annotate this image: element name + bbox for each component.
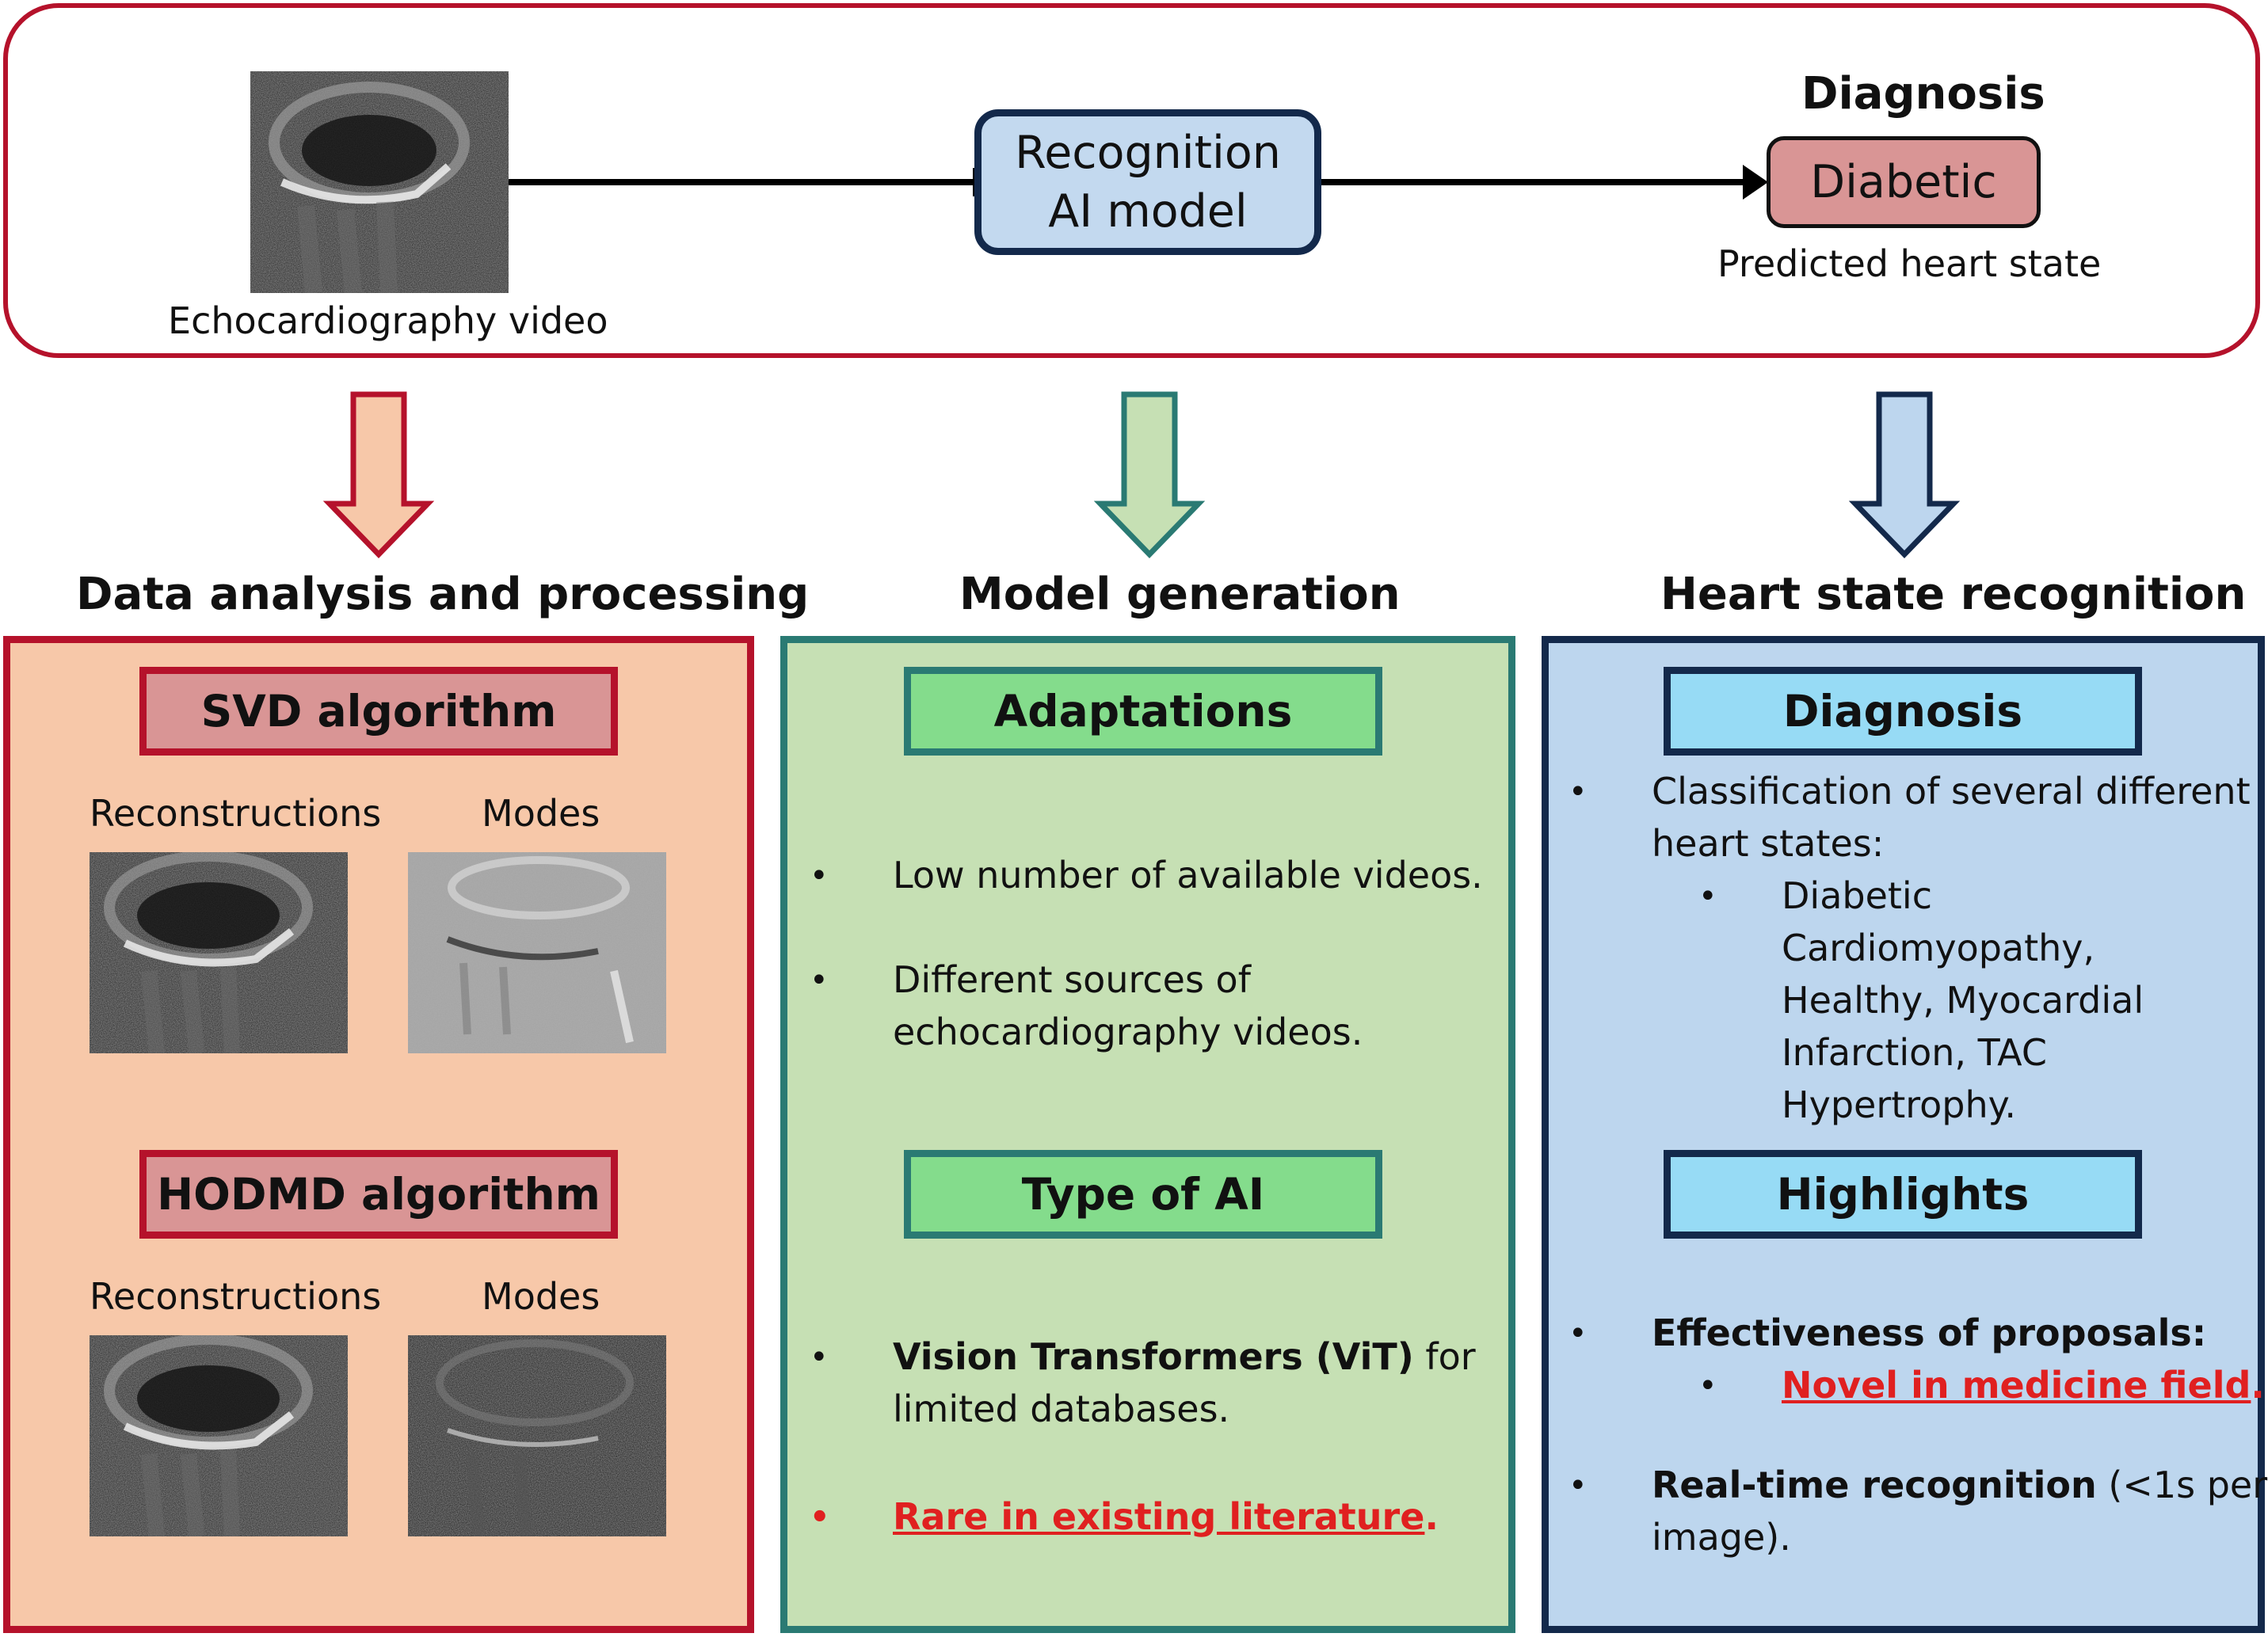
output-caption: Predicted heart state bbox=[1717, 242, 2102, 285]
diagnosis-value-box: Diabetic bbox=[1767, 136, 2041, 228]
model-label-line2: AI model bbox=[1048, 185, 1248, 238]
vit-line2: limited databases. bbox=[893, 1388, 1230, 1430]
input-caption: Echocardiography video bbox=[168, 299, 608, 342]
section-title-data-analysis: Data analysis and processing bbox=[76, 569, 810, 620]
model-generation-panel bbox=[780, 636, 1515, 1633]
svd-reconstructions-label: Reconstructions bbox=[90, 792, 382, 835]
bullet-dot: • bbox=[1569, 774, 1588, 810]
bullet-dot: • bbox=[810, 1339, 829, 1376]
adaptations-heading-label: Adaptations bbox=[993, 686, 1293, 737]
bullet-dot-red: • bbox=[810, 1499, 830, 1536]
down-arrow-left bbox=[323, 391, 434, 559]
vit-bullet: Vision Transformers (ViT) for limited da… bbox=[893, 1331, 1476, 1435]
bullet-dot: • bbox=[1569, 1468, 1588, 1504]
adaptation-bullet-1: Low number of available videos. bbox=[893, 854, 1483, 897]
svd-modes-label: Modes bbox=[482, 792, 600, 835]
heart-states-list: Diabetic Cardiomyopathy, Healthy, Myocar… bbox=[1782, 870, 2144, 1131]
echo-input-image bbox=[250, 71, 509, 293]
rare-in-literature-link: Rare in existing literature bbox=[893, 1495, 1425, 1538]
highlights-heading-label: Highlights bbox=[1776, 1169, 2030, 1220]
diagnosis-title: Diagnosis bbox=[1801, 68, 2045, 120]
hodmd-reconstructions-label: Reconstructions bbox=[90, 1275, 382, 1318]
heart-state-item: Hypertrophy. bbox=[1782, 1083, 2016, 1126]
section-title-heart-state: Heart state recognition bbox=[1660, 569, 2247, 620]
hodmd-modes-label: Modes bbox=[482, 1275, 600, 1318]
heart-state-item: Cardiomyopathy, bbox=[1782, 927, 2095, 969]
realtime-bullet: Real-time recognition (<1s per image). bbox=[1652, 1459, 2267, 1563]
diagnosis-heading: Diagnosis bbox=[1664, 667, 2142, 756]
rare-dot: . bbox=[1424, 1495, 1439, 1538]
novel-bullet: Novel in medicine field. bbox=[1782, 1359, 2265, 1411]
heart-state-item: Infarction, TAC bbox=[1782, 1031, 2047, 1074]
effectiveness-bullet: Effectiveness of proposals: bbox=[1652, 1312, 2207, 1354]
svd-heading-label: SVD algorithm bbox=[200, 686, 557, 737]
bullet-dot: • bbox=[1698, 1368, 1717, 1404]
classification-line1: Classification of several different bbox=[1652, 770, 2251, 813]
down-arrow-right bbox=[1849, 391, 1960, 559]
type-of-ai-heading-label: Type of AI bbox=[1021, 1169, 1265, 1220]
diagnosis-value: Diabetic bbox=[1810, 156, 1997, 208]
highlights-heading: Highlights bbox=[1664, 1150, 2142, 1239]
realtime-rest: (<1s per bbox=[2096, 1464, 2268, 1506]
diagnosis-heading-label: Diagnosis bbox=[1782, 686, 2023, 737]
novel-dot: . bbox=[2251, 1364, 2265, 1407]
hodmd-heading-label: HODMD algorithm bbox=[157, 1169, 600, 1220]
realtime-bold: Real-time recognition bbox=[1652, 1464, 2097, 1506]
adaptation-bullet-2: Different sources of echocardiography vi… bbox=[893, 954, 1363, 1058]
hodmd-reconstruction-image bbox=[90, 1335, 348, 1536]
svd-mode-image bbox=[408, 852, 666, 1053]
bullet-dot: • bbox=[810, 858, 829, 894]
svd-reconstruction-image bbox=[90, 852, 348, 1053]
type-of-ai-heading: Type of AI bbox=[904, 1150, 1382, 1239]
classification-line2: heart states: bbox=[1652, 822, 1885, 865]
arrow-head-2 bbox=[1743, 165, 1768, 200]
section-title-model-generation: Model generation bbox=[959, 569, 1401, 620]
adaptations-heading: Adaptations bbox=[904, 667, 1382, 756]
rare-bullet: Rare in existing literature. bbox=[893, 1490, 1439, 1543]
classification-bullet: Classification of several different hear… bbox=[1652, 765, 2251, 870]
hodmd-mode-image bbox=[408, 1335, 666, 1536]
bullet-dot: • bbox=[1569, 1315, 1588, 1352]
heart-state-item: Diabetic bbox=[1782, 874, 1932, 917]
recognition-model-box: Recognition AI model bbox=[974, 109, 1321, 255]
adaptation-bullet-2-line1: Different sources of bbox=[893, 958, 1251, 1001]
heart-state-item: Healthy, Myocardial bbox=[1782, 979, 2144, 1022]
model-label-line1: Recognition bbox=[1015, 127, 1281, 179]
svd-heading: SVD algorithm bbox=[139, 667, 618, 756]
vit-bold: Vision Transformers (ViT) bbox=[893, 1335, 1414, 1378]
bullet-dot: • bbox=[810, 962, 829, 999]
down-arrow-mid bbox=[1094, 391, 1205, 559]
bullet-dot: • bbox=[1698, 878, 1717, 915]
vit-rest: for bbox=[1413, 1335, 1476, 1378]
heart-state-panel bbox=[1542, 636, 2265, 1633]
novel-in-medicine-link: Novel in medicine field bbox=[1782, 1364, 2251, 1407]
adaptation-bullet-2-line2: echocardiography videos. bbox=[893, 1011, 1363, 1053]
hodmd-heading: HODMD algorithm bbox=[139, 1150, 618, 1239]
realtime-line2: image). bbox=[1652, 1516, 1791, 1559]
